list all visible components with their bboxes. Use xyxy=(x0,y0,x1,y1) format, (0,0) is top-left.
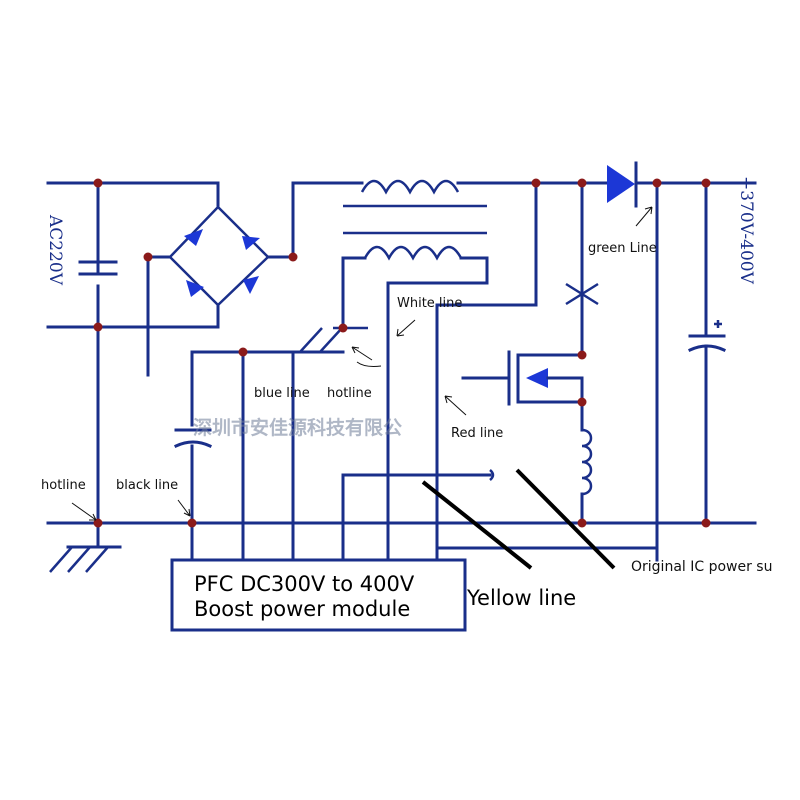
module-title-line1: PFC DC300V to 400V xyxy=(194,572,415,596)
junction-nodes xyxy=(93,178,711,528)
output-voltage-label: +370V-400V xyxy=(736,176,756,285)
hotline-upper-label: hotline xyxy=(327,386,372,401)
ground-rail xyxy=(46,521,757,573)
black-line-label: black line xyxy=(116,478,178,493)
hotline-upper-squiggle xyxy=(356,361,382,367)
white-line-label: White line xyxy=(397,296,462,311)
output-diode-and-rail xyxy=(565,161,757,562)
ground-symbol-upper xyxy=(190,326,368,354)
hotline-left-label: hotline xyxy=(41,478,86,493)
mosfet xyxy=(461,350,593,525)
hotline-left-arrow xyxy=(71,502,97,521)
red-line-label: Red line xyxy=(451,426,503,441)
black-line-arrow xyxy=(177,499,191,517)
red-line-arrow xyxy=(444,395,467,416)
yellow-line-label: Yellow line xyxy=(466,586,576,610)
green-line-label: green Line xyxy=(588,241,657,256)
inductor-assembly xyxy=(291,179,609,562)
yellow-line-leader xyxy=(421,480,533,570)
blue-line-label: blue line xyxy=(254,386,310,401)
input-wiring xyxy=(46,181,220,525)
bridge-rectifier xyxy=(146,205,295,307)
boost-module-box: PFC DC300V to 400V Boost power module xyxy=(170,558,467,632)
input-voltage-label: AC220V xyxy=(45,214,65,286)
white-line-arrow xyxy=(396,319,416,337)
original-ic-label: Original IC power su xyxy=(631,559,772,575)
control-wiring xyxy=(174,350,659,562)
original-ic-leader xyxy=(515,468,616,570)
module-title-line2: Boost power module xyxy=(194,597,410,621)
hotline-upper-arrow xyxy=(351,346,373,361)
watermark-text: 深圳市安佳源科技有限公 xyxy=(193,416,402,439)
green-line-arrow xyxy=(635,206,653,227)
